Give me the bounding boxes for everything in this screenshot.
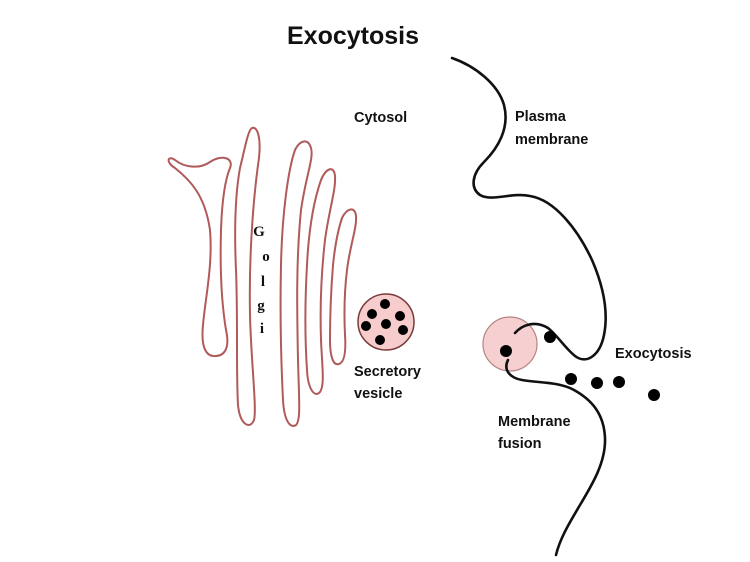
cargo-dot (367, 309, 377, 319)
cytosol-label: Cytosol (354, 110, 407, 126)
golgi-cisterna-2 (234, 126, 261, 426)
plasma-membrane-upper (450, 56, 607, 361)
fusing-vesicle-membrane (482, 316, 538, 372)
plasma-membrane-lower (505, 358, 607, 557)
exocytosis-label: Exocytosis (615, 346, 692, 362)
plasma-membrane (450, 56, 607, 557)
cargo-dot (591, 377, 603, 389)
diagram-title: Exocytosis (287, 22, 419, 50)
fusing-vesicle (482, 316, 538, 372)
golgi-letter: G (253, 224, 265, 240)
cargo-dot (375, 335, 385, 345)
vesicle-cargo (361, 299, 408, 345)
cargo-dot (398, 325, 408, 335)
golgi-letter: o (262, 249, 270, 265)
released-cargo (500, 331, 660, 401)
cargo-dot (500, 345, 512, 357)
plasma-membrane-label-line1: Plasma (515, 109, 567, 125)
golgi-cisterna-1 (167, 156, 232, 358)
secretory-vesicle-label-line2: vesicle (354, 386, 402, 402)
cargo-dot (648, 389, 660, 401)
cargo-dot (395, 311, 405, 321)
secretory-vesicle-label-line1: Secretory (354, 364, 421, 380)
secretory-vesicle (357, 293, 415, 351)
golgi-letter: g (257, 298, 265, 314)
cargo-dot (613, 376, 625, 388)
membrane-fusion-label-line2: fusion (498, 436, 542, 452)
golgi-cisterna-3 (279, 140, 313, 427)
cargo-dot (380, 299, 390, 309)
golgi-letter: i (260, 321, 264, 337)
golgi-apparatus (167, 126, 358, 427)
cargo-dot (565, 373, 577, 385)
golgi-cisterna-4 (304, 168, 337, 395)
golgi-label: G o l g i (253, 224, 270, 337)
plasma-membrane-label-line2: membrane (515, 132, 588, 148)
cargo-dot (544, 331, 556, 343)
golgi-letter: l (261, 274, 265, 290)
cargo-dot (381, 319, 391, 329)
cargo-dot (361, 321, 371, 331)
membrane-fusion-label-line1: Membrane (498, 414, 571, 430)
golgi-cisterna-5 (329, 208, 358, 366)
